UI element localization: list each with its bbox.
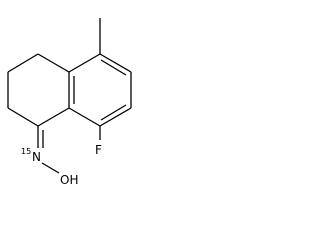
bond-c7-c8 bbox=[99, 107, 132, 127]
bond-c5-c6-inner bbox=[100, 59, 127, 76]
bond-n-oxygen bbox=[41, 162, 60, 174]
fluorine-label: F bbox=[95, 143, 102, 157]
bond-c5-c6 bbox=[99, 53, 132, 73]
hydroxyl-label: OH bbox=[60, 173, 78, 187]
bond-c4a-c5 bbox=[68, 53, 101, 73]
bond-c7-c8-inner bbox=[100, 104, 127, 121]
bond-c8a-c1 bbox=[37, 107, 70, 127]
bond-c8-c8a bbox=[68, 107, 101, 127]
bond-c3-c4 bbox=[7, 53, 39, 73]
molecule-structure: F 15 N OH bbox=[7, 18, 132, 187]
bond-c1-c2 bbox=[7, 107, 39, 127]
bond-c4-c4a bbox=[37, 53, 70, 73]
nitrogen-label: N bbox=[32, 150, 41, 164]
nitrogen-isotope-label: 15 bbox=[21, 147, 31, 156]
